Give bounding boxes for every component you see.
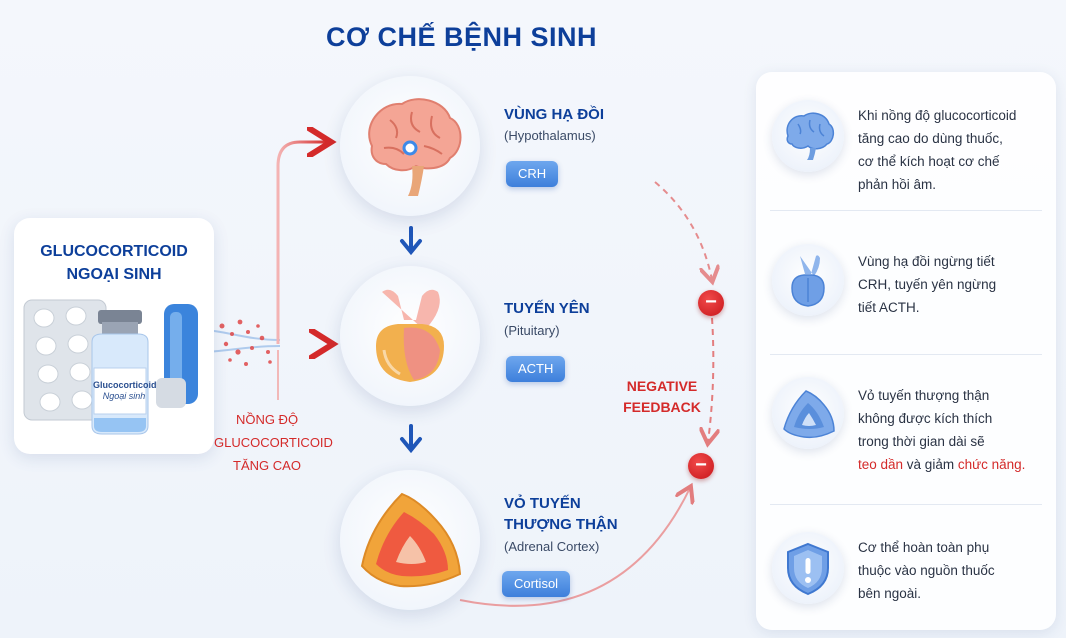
minus-icon: − — [688, 453, 714, 479]
brain-icon — [786, 112, 835, 160]
panel-icon-2 — [772, 244, 844, 316]
minus-icon: − — [698, 290, 724, 316]
panel-divider — [770, 504, 1042, 505]
organ-latin-adrenal: (Adrenal Cortex) — [504, 539, 600, 554]
negative-feedback-label: NEGATIVE FEEDBACK — [623, 378, 701, 415]
organ-latin-hypothalamus: (Hypothalamus) — [504, 128, 596, 143]
panel-icon-1 — [772, 100, 844, 172]
medication-icon — [23, 299, 198, 435]
source-title: GLUCOCORTICOID NGOẠI SINH — [40, 243, 188, 283]
adrenal-circle — [340, 470, 480, 610]
pituitary-circle — [340, 266, 480, 406]
pituitary-icon — [791, 255, 825, 307]
hormone-badge-crh: CRH — [506, 161, 559, 187]
hypothalamus-circle — [340, 76, 480, 216]
shield-icon — [787, 542, 829, 596]
panel-icon-4 — [772, 532, 844, 604]
down-arrow-1 — [400, 226, 422, 256]
panel-text-1: Khi nồng độ glucocorticoid tăng cao do d… — [858, 108, 1017, 192]
panel-text-4: Cơ thể hoàn toàn phụ thuộc vào nguồn thu… — [858, 540, 995, 601]
organ-name-adrenal: VỎ TUYẾN THƯỢNG THẬN — [504, 495, 618, 533]
vial-label: Glucocorticoid Ngoại sinh — [93, 380, 157, 401]
concentration-label: NỒNG ĐỘ GLUCOCORTICOID TĂNG CAO — [214, 412, 333, 473]
page-title: CƠ CHẾ BỆNH SINH — [326, 22, 598, 52]
panel-icon-3 — [772, 377, 844, 449]
adrenal-icon — [360, 492, 462, 588]
panel-text-3: Vỏ tuyến thượng thận không được kích thí… — [858, 388, 1026, 472]
hormone-badge-acth: ACTH — [506, 356, 566, 382]
explanation-panel: Khi nồng độ glucocorticoid tăng cao do d… — [756, 72, 1056, 630]
panel-divider — [770, 210, 1042, 211]
panel-divider — [770, 354, 1042, 355]
panel-text-2: Vùng hạ đồi ngừng tiết CRH, tuyến yên ng… — [858, 254, 997, 315]
source-card: GLUCOCORTICOID NGOẠI SINH — [14, 218, 214, 454]
organ-name-hypothalamus: VÙNG HẠ ĐỒI — [504, 106, 605, 123]
brain-icon — [368, 98, 462, 196]
pituitary-icon — [376, 289, 444, 382]
adrenal-icon — [783, 390, 835, 439]
down-arrow-2 — [400, 424, 422, 454]
organ-latin-pituitary: (Pituitary) — [504, 323, 560, 338]
organ-name-pituitary: TUYẾN YÊN — [504, 300, 590, 317]
hormone-badge-cortisol: Cortisol — [502, 571, 571, 597]
